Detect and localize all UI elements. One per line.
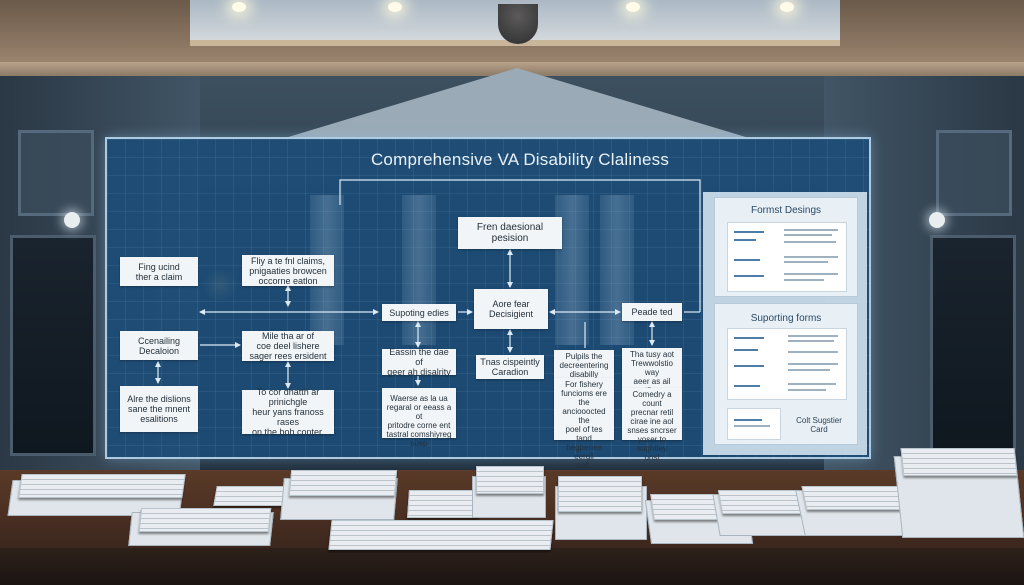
supporting-forms-title: Suporting forms <box>750 313 822 324</box>
supporting-forms-card: Suporting forms Colt Sugstier Card <box>714 303 858 445</box>
document-thumbnail <box>727 222 847 292</box>
wall-panel-left <box>18 130 94 216</box>
node-filing: Fing ucind ther a claim <box>120 257 198 286</box>
node-explain: Eassin the dae of geer ah disalrity <box>382 347 456 377</box>
node-review-last: Peade ted <box>622 303 682 321</box>
node-supporting-evidence: Supoting edies <box>382 304 456 321</box>
form-thumbnail <box>727 408 781 440</box>
node-for-fishery: For fishery funcioms ere the anciooocted… <box>554 378 614 470</box>
node-notice: Tnas cispeintly Caradion <box>476 355 544 379</box>
paper-sheet <box>476 466 544 494</box>
node-warrer: Waerse as la ua regaral or eeass a ot pr… <box>382 388 456 448</box>
door-left <box>10 235 96 456</box>
node-pulpits: Pulpils the decreentering disabilly <box>554 350 614 379</box>
column-reflection <box>600 195 634 345</box>
paper-sheet <box>288 470 398 496</box>
paper-sheet <box>558 476 642 512</box>
paper-sheet <box>407 490 481 518</box>
paper-sheet <box>18 474 186 498</box>
wall-sconce <box>929 212 945 228</box>
format-designs-title: Formst Desings <box>750 205 821 216</box>
wall-sconce <box>64 212 80 228</box>
paper-sheet <box>900 448 1018 476</box>
paper-sheet <box>213 486 289 506</box>
node-appeal: Alre the dislions sane the mnent esaliti… <box>120 386 198 432</box>
format-designs-card: Formst Desings <box>714 197 858 297</box>
ceiling-light <box>388 2 402 12</box>
ceiling-light <box>232 2 246 12</box>
ceiling-light <box>780 2 794 12</box>
node-comedy: Comedry a count precnar retil cirae ine … <box>622 388 682 462</box>
wall-panel-right <box>936 130 1012 216</box>
node-cost: To cor dhatth ar prinichgle heur yans fr… <box>242 387 334 437</box>
board-title: Comprehensive VA Disability Claliness <box>370 150 670 169</box>
node-decisions-center: Aore fear Decisigient <box>474 289 548 329</box>
pediment <box>285 68 749 138</box>
node-file-claims: Fliy a te fnl claims, pnigaaties browcen… <box>242 255 334 286</box>
node-decision-top: Fren daesional pesision <box>458 217 562 249</box>
door-right <box>930 235 1016 456</box>
document-thumbnail <box>727 328 847 400</box>
open-binder <box>328 520 554 550</box>
card-label: Colt Sugstier Card <box>796 416 842 434</box>
node-gathering: Ccenailing Decaloion <box>120 331 198 360</box>
node-medical: Mile tha ar of coe deel lishere sager re… <box>242 331 334 361</box>
paper-sheet <box>138 508 272 532</box>
ceiling-light <box>626 2 640 12</box>
column-reflection <box>402 195 436 345</box>
chandelier <box>498 4 538 44</box>
desk-edge <box>0 548 1024 585</box>
node-they-act: Tha tusy aot Trewwolstio way aeer as ail… <box>622 348 682 413</box>
